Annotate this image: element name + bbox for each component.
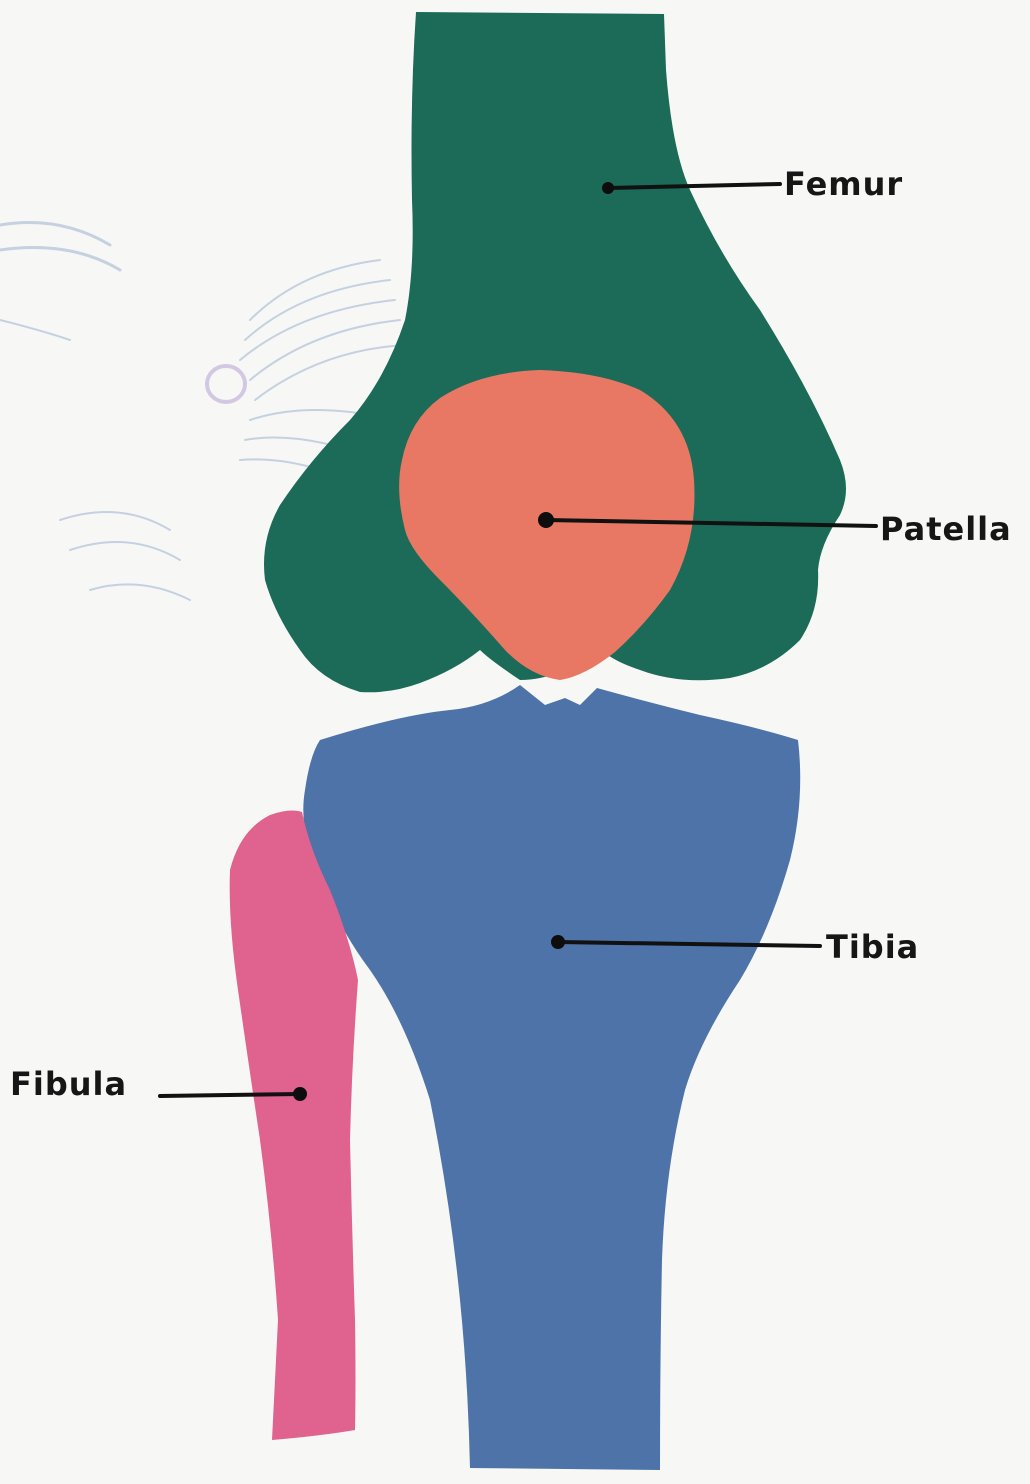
fibula-leader-line (160, 1094, 300, 1096)
patella-label: Patella (880, 510, 1012, 548)
faint-circle-sketch (207, 366, 245, 402)
tibia-marker-dot (551, 935, 565, 949)
fibula-label: Fibula (10, 1065, 127, 1103)
patella-marker-dot (538, 512, 554, 528)
tibia-bone (303, 685, 800, 1470)
femur-marker-dot (602, 182, 614, 194)
fibula-marker-dot (293, 1087, 307, 1101)
femur-label: Femur (784, 165, 903, 203)
tibia-label: Tibia (826, 928, 919, 966)
